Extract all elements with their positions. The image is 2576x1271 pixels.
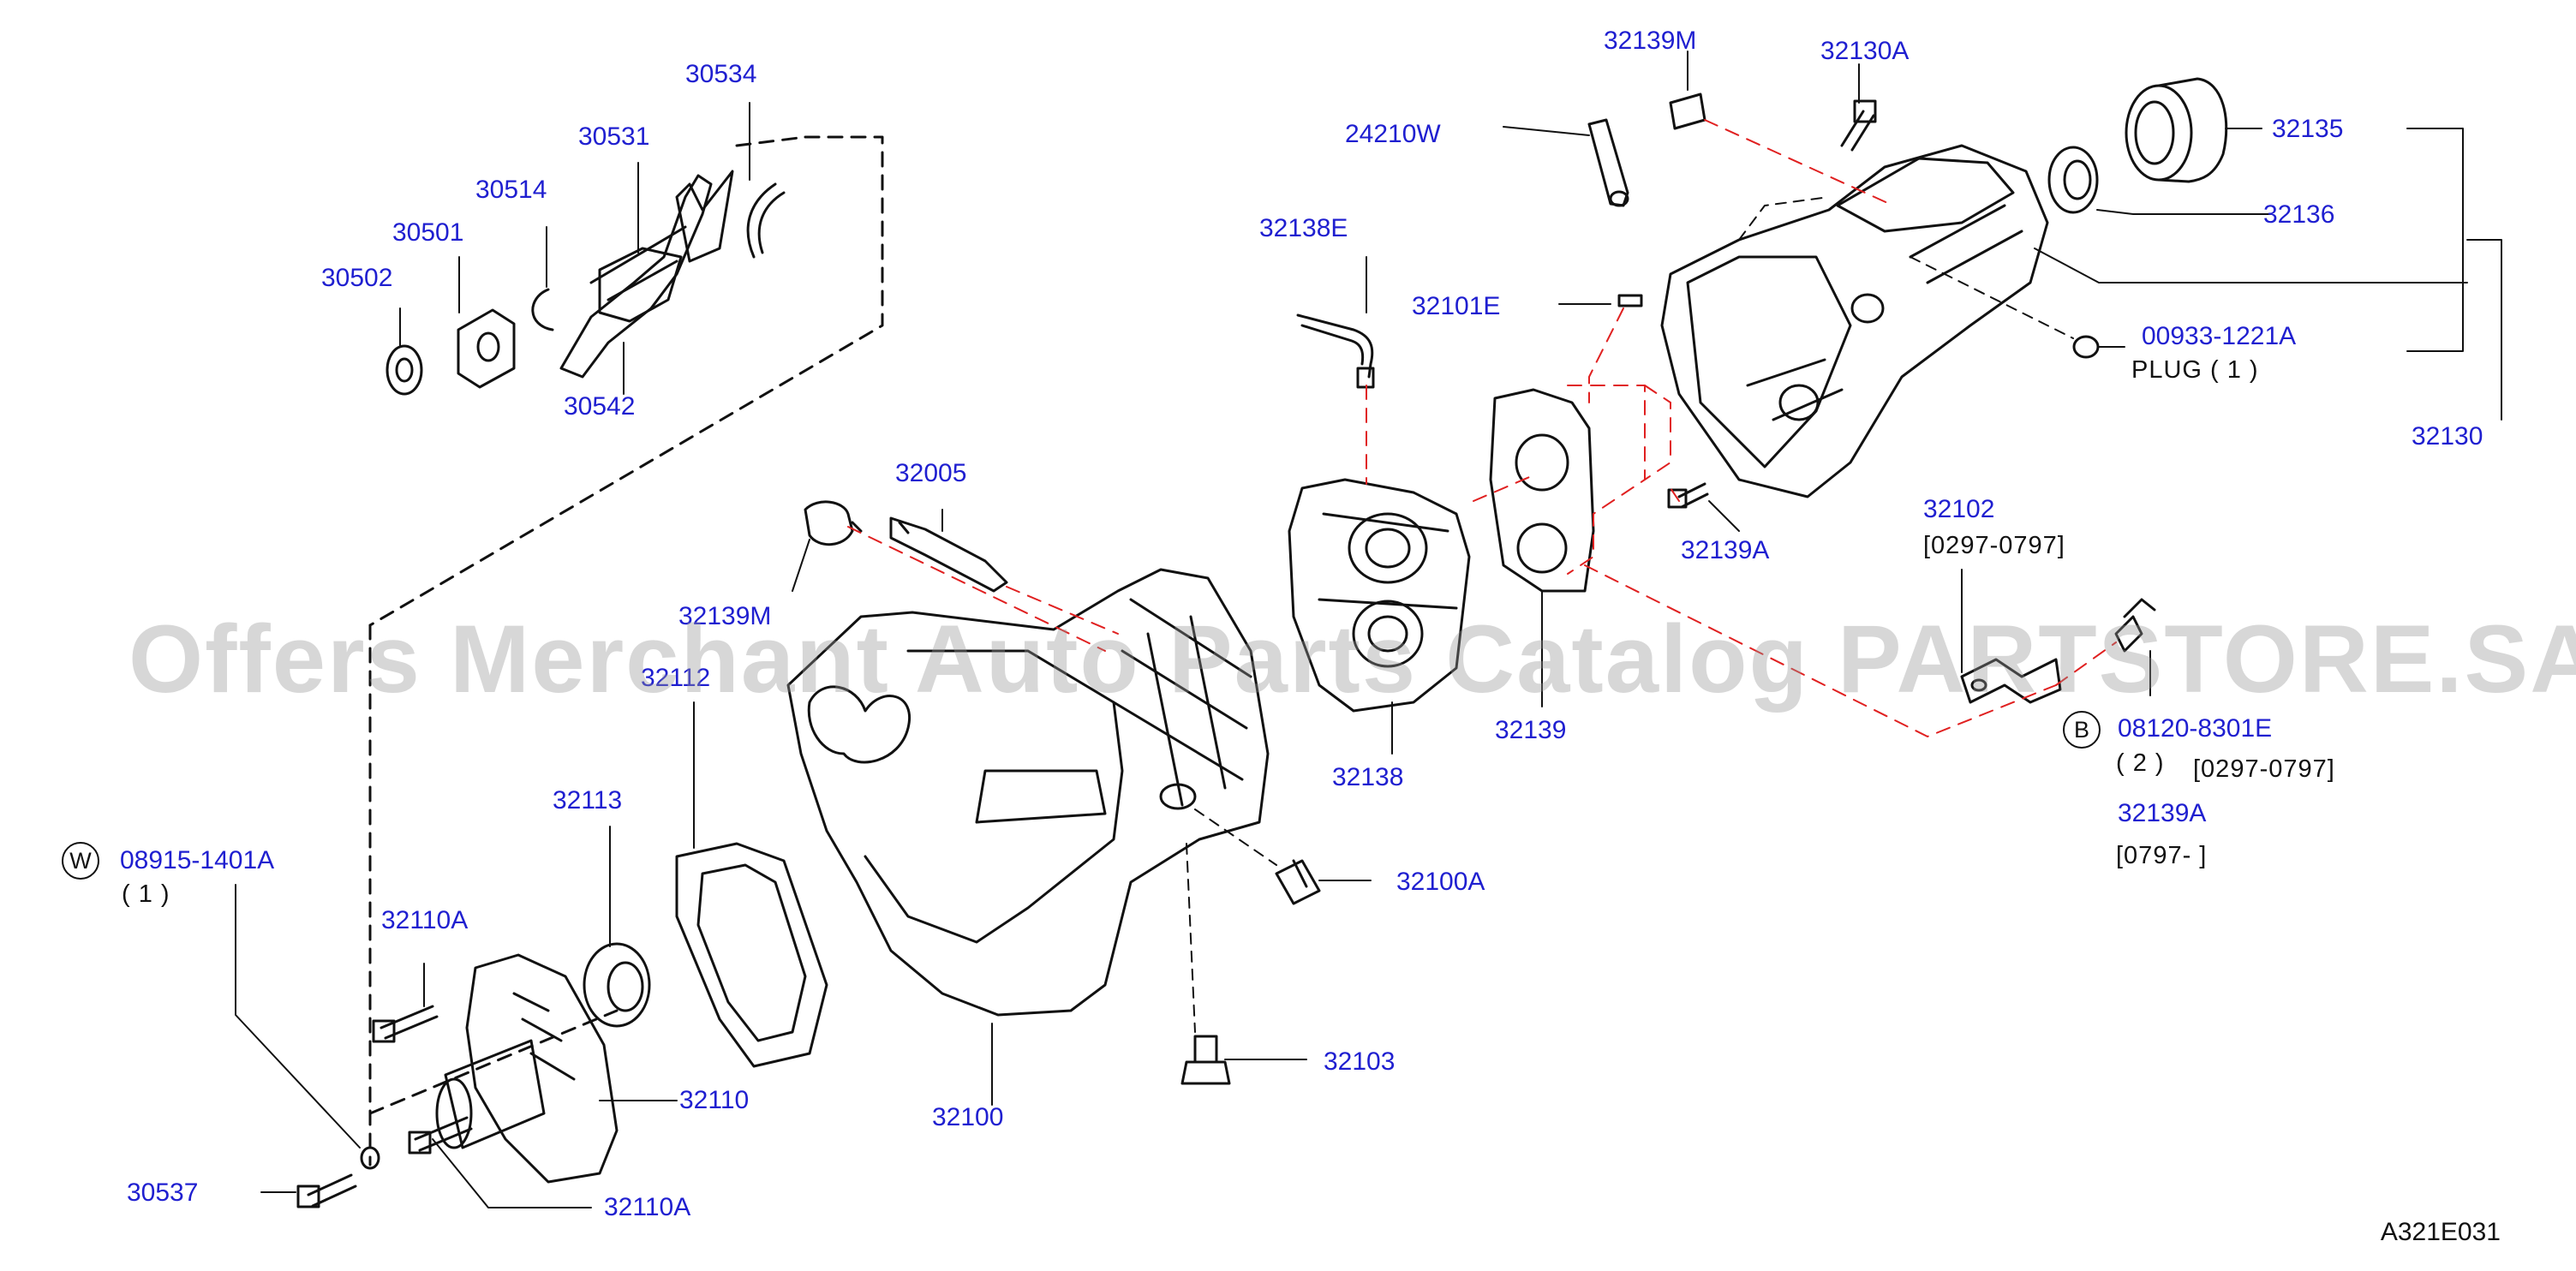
part-label-08120-8301e[interactable]: 08120-8301E bbox=[2118, 714, 2273, 743]
badge-w: W bbox=[62, 842, 99, 880]
bearing-retainer-group bbox=[296, 624, 828, 1208]
part-label-32102[interactable]: 32102 bbox=[1923, 495, 1995, 523]
part-label-32110a-top[interactable]: 32110A bbox=[381, 906, 469, 934]
part-label-30514[interactable]: 30514 bbox=[475, 176, 547, 204]
plug-quantity-note: PLUG ( 1 ) bbox=[2131, 356, 2259, 384]
shift-fork-group bbox=[368, 135, 884, 627]
part-label-00933-1221a[interactable]: 00933-1221A bbox=[2142, 322, 2297, 350]
part-label-30501[interactable]: 30501 bbox=[392, 218, 464, 247]
part-label-30537[interactable]: 30537 bbox=[127, 1179, 199, 1207]
part-label-32138[interactable]: 32138 bbox=[1332, 763, 1404, 791]
diagram-code: A321E031 bbox=[2380, 1218, 2501, 1246]
part-label-32130a[interactable]: 32130A bbox=[1820, 37, 1910, 65]
alignment-lines bbox=[847, 119, 2117, 737]
part-label-32139a-right[interactable]: 32139A bbox=[2118, 799, 2207, 827]
part-label-32005[interactable]: 32005 bbox=[895, 459, 967, 487]
part-label-32110a-bottom[interactable]: 32110A bbox=[604, 1193, 691, 1221]
watermark-text: Offers Merchant Auto Parts Catalog PARTS… bbox=[129, 606, 2576, 713]
part-label-32101e[interactable]: 32101E bbox=[1412, 292, 1501, 320]
part-label-32130[interactable]: 32130 bbox=[2412, 422, 2483, 451]
part-label-08915-1401a[interactable]: 08915-1401A bbox=[120, 846, 275, 874]
part-label-32139a-mid[interactable]: 32139A bbox=[1681, 536, 1770, 564]
part-label-32100a[interactable]: 32100A bbox=[1396, 868, 1485, 896]
part-label-30502[interactable]: 30502 bbox=[321, 264, 393, 292]
black-dashed-lines bbox=[1186, 196, 2074, 1033]
badge-b: B bbox=[2063, 711, 2101, 749]
quantity-note-b: ( 2 ) bbox=[2116, 749, 2165, 777]
sensor-and-plug bbox=[804, 500, 1008, 593]
quantity-note-w: ( 1 ) bbox=[122, 880, 170, 908]
part-label-32139m-top[interactable]: 32139M bbox=[1604, 27, 1697, 55]
part-label-30542[interactable]: 30542 bbox=[564, 392, 636, 421]
transmission-case bbox=[1587, 77, 2228, 509]
date-range-08120: [0297-0797] bbox=[2193, 755, 2335, 783]
part-label-32136[interactable]: 32136 bbox=[2263, 200, 2335, 229]
part-label-32100[interactable]: 32100 bbox=[932, 1103, 1004, 1131]
part-label-32103[interactable]: 32103 bbox=[1324, 1047, 1396, 1076]
drain-plugs bbox=[1180, 859, 1321, 1085]
part-label-32135[interactable]: 32135 bbox=[2272, 115, 2344, 143]
part-label-32110[interactable]: 32110 bbox=[679, 1086, 750, 1114]
part-label-32113[interactable]: 32113 bbox=[553, 786, 623, 815]
part-label-30534[interactable]: 30534 bbox=[685, 60, 757, 88]
clutch-housing bbox=[786, 568, 1270, 1017]
date-range-32102: [0297-0797] bbox=[1923, 532, 2065, 559]
part-label-24210w[interactable]: 24210W bbox=[1345, 120, 1441, 148]
part-label-32138e[interactable]: 32138E bbox=[1259, 214, 1348, 242]
part-label-32139m-left[interactable]: 32139M bbox=[678, 602, 772, 630]
date-range-32139a: [0797- ] bbox=[2116, 842, 2208, 869]
part-label-30531[interactable]: 30531 bbox=[578, 122, 650, 151]
part-label-32112[interactable]: 32112 bbox=[641, 664, 711, 692]
bracket-32102 bbox=[1960, 598, 2156, 704]
leader-lines bbox=[235, 51, 2502, 1208]
part-label-32139[interactable]: 32139 bbox=[1495, 716, 1567, 744]
adapter-plate bbox=[1288, 294, 1643, 713]
